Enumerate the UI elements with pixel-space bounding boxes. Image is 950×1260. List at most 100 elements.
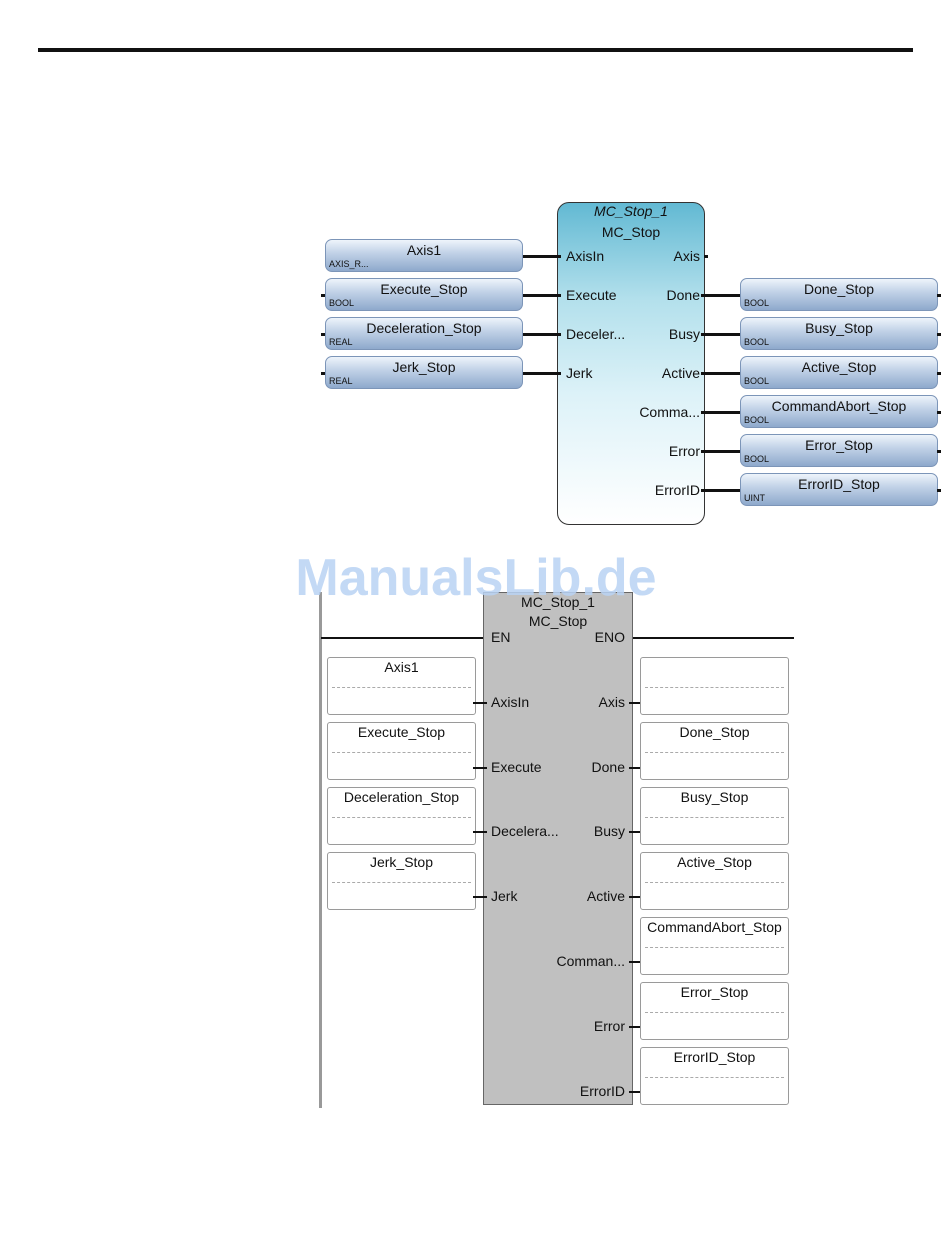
fbd-var-type: BOOL <box>744 415 770 425</box>
fbd-var-type: BOOL <box>744 298 770 308</box>
ladder-var-name: Execute_Stop <box>357 724 446 740</box>
ladder-pin-done: Done <box>591 759 625 775</box>
ladder-var-name: Error_Stop <box>680 984 749 1000</box>
fbd-var-type: REAL <box>329 337 353 347</box>
fbd-var-name: Deceleration_Stop <box>366 320 482 336</box>
fbd-wire-stub <box>321 333 325 336</box>
fbd-var-error-stop[interactable]: Error_Stop BOOL <box>740 434 938 467</box>
ladder-var-divider <box>332 752 471 753</box>
ladder-var-axis1[interactable]: Axis1 <box>327 657 476 715</box>
fbd-wire <box>523 294 561 297</box>
ladder-wire <box>629 1091 643 1093</box>
fbd-pin-errorid: ErrorID <box>654 482 700 498</box>
fbd-var-done-stop[interactable]: Done_Stop BOOL <box>740 278 938 311</box>
fbd-wire-stub <box>321 372 325 375</box>
fbd-var-type: UINT <box>744 493 765 503</box>
ladder-pin-commandabort: Comman... <box>556 953 625 969</box>
ladder-var-name: Jerk_Stop <box>369 854 434 870</box>
ladder-var-divider <box>645 882 784 883</box>
fbd-function-block[interactable] <box>557 202 705 525</box>
ladder-var-divider <box>332 882 471 883</box>
ladder-wire <box>629 767 643 769</box>
fbd-wire <box>523 255 561 258</box>
ladder-var-deceleration-stop[interactable]: Deceleration_Stop <box>327 787 476 845</box>
ladder-var-busy-stop[interactable]: Busy_Stop <box>640 787 789 845</box>
fbd-pin-active: Active <box>661 365 700 381</box>
ladder-pin-error: Error <box>593 1018 625 1034</box>
fbd-var-type: BOOL <box>744 337 770 347</box>
fbd-var-name: Jerk_Stop <box>392 359 456 375</box>
fbd-var-commandabort-stop[interactable]: CommandAbort_Stop BOOL <box>740 395 938 428</box>
watermark: ManualsLib.de <box>295 549 657 607</box>
fbd-var-type: AXIS_R... <box>329 259 369 269</box>
ladder-wire <box>473 896 487 898</box>
fbd-pin-deceleration: Deceler... <box>566 326 626 342</box>
ladder-var-jerk-stop[interactable]: Jerk_Stop <box>327 852 476 910</box>
fbd-var-execute-stop[interactable]: Execute_Stop BOOL <box>325 278 523 311</box>
fbd-wire <box>701 372 741 375</box>
ladder-pin-axisin: AxisIn <box>491 694 530 710</box>
ladder-pin-axis: Axis <box>598 694 625 710</box>
ladder-pin-jerk: Jerk <box>491 888 518 904</box>
fbd-pin-jerk: Jerk <box>566 365 593 381</box>
fbd-var-name: Axis1 <box>406 242 442 258</box>
fbd-pin-execute: Execute <box>566 287 617 303</box>
ladder-wire <box>629 1026 643 1028</box>
ladder-pin-execute: Execute <box>491 759 542 775</box>
fbd-wire-stub <box>321 294 325 297</box>
ladder-var-name: Active_Stop <box>677 854 752 870</box>
ladder-var-name: ErrorID_Stop <box>673 1049 756 1065</box>
fbd-wire <box>701 333 741 336</box>
ladder-var-errorid-stop[interactable]: ErrorID_Stop <box>640 1047 789 1105</box>
fbd-pin-axis: Axis <box>673 248 700 264</box>
fbd-var-active-stop[interactable]: Active_Stop BOOL <box>740 356 938 389</box>
ladder-wire <box>473 767 487 769</box>
ladder-var-divider <box>645 752 784 753</box>
ladder-pin-eno: ENO <box>594 629 625 645</box>
ladder-var-axis-empty[interactable] <box>640 657 789 715</box>
ladder-en-wire <box>321 637 484 639</box>
fbd-wire <box>701 489 741 492</box>
fbd-var-name: Error_Stop <box>805 437 873 453</box>
ladder-pin-errorid: ErrorID <box>579 1083 625 1099</box>
fbd-var-jerk-stop[interactable]: Jerk_Stop REAL <box>325 356 523 389</box>
ladder-instance-name: MC_Stop_1 <box>521 594 595 610</box>
ladder-var-divider <box>645 687 784 688</box>
fbd-wire <box>701 294 741 297</box>
fbd-wire-stub <box>937 489 941 492</box>
ladder-block-type: MC_Stop <box>528 613 588 629</box>
fbd-var-axis1[interactable]: Axis1 AXIS_R... <box>325 239 523 272</box>
ladder-pin-active: Active <box>586 888 625 904</box>
fbd-wire <box>701 450 741 453</box>
fbd-wire-stub <box>937 294 941 297</box>
fbd-var-name: CommandAbort_Stop <box>771 398 907 414</box>
fbd-var-busy-stop[interactable]: Busy_Stop BOOL <box>740 317 938 350</box>
fbd-pin-axisin: AxisIn <box>566 248 605 264</box>
fbd-wire <box>523 372 561 375</box>
fbd-wire-stub <box>704 255 708 258</box>
fbd-var-name: Busy_Stop <box>805 320 873 336</box>
fbd-wire-stub <box>937 411 941 414</box>
fbd-var-errorid-stop[interactable]: ErrorID_Stop UINT <box>740 473 938 506</box>
fbd-pin-busy: Busy <box>668 326 700 342</box>
ladder-function-block[interactable] <box>483 592 633 1105</box>
ladder-var-divider <box>645 1012 784 1013</box>
ladder-wire <box>629 961 643 963</box>
fbd-pin-commandabort: Comma... <box>639 404 700 420</box>
fbd-wire-stub <box>937 372 941 375</box>
ladder-var-error-stop[interactable]: Error_Stop <box>640 982 789 1040</box>
ladder-wire <box>473 831 487 833</box>
fbd-var-name: Done_Stop <box>803 281 875 297</box>
fbd-var-type: BOOL <box>744 454 770 464</box>
ladder-var-active-stop[interactable]: Active_Stop <box>640 852 789 910</box>
fbd-pin-error: Error <box>668 443 700 459</box>
ladder-var-commandabort-stop[interactable]: CommandAbort_Stop <box>640 917 789 975</box>
ladder-var-name: Done_Stop <box>679 724 750 740</box>
ladder-var-done-stop[interactable]: Done_Stop <box>640 722 789 780</box>
ladder-var-execute-stop[interactable]: Execute_Stop <box>327 722 476 780</box>
fbd-instance-name: MC_Stop_1 <box>594 203 668 219</box>
fbd-var-name: Execute_Stop <box>380 281 468 297</box>
ladder-var-divider <box>645 947 784 948</box>
fbd-var-deceleration-stop[interactable]: Deceleration_Stop REAL <box>325 317 523 350</box>
ladder-pin-deceleration: Decelera... <box>491 823 559 839</box>
